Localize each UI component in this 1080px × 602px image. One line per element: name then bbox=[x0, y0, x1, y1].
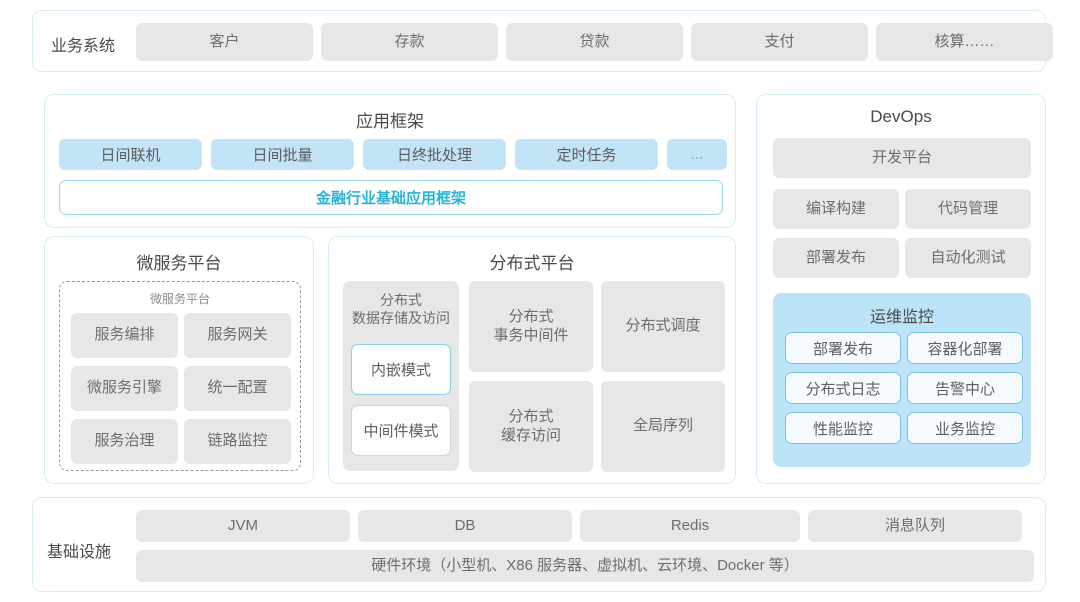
devops-item-code-management[interactable]: 代码管理 bbox=[905, 189, 1031, 229]
business-item-deposit[interactable]: 存款 bbox=[321, 23, 498, 61]
microservice-platform-inner-box: 微服务平台 服务编排 服务网关 微服务引擎 统一配置 服务治理 链路监控 bbox=[59, 281, 301, 471]
ops-item-business-monitoring[interactable]: 业务监控 bbox=[907, 412, 1023, 444]
business-systems-label: 业务系统 bbox=[51, 38, 116, 55]
ms-item-unified-config[interactable]: 统一配置 bbox=[184, 366, 291, 411]
ops-item-distributed-log[interactable]: 分布式日志 bbox=[785, 372, 901, 404]
microservice-platform-title: 微服务平台 bbox=[136, 254, 222, 273]
devops-title: DevOps bbox=[870, 107, 932, 126]
business-item-payment[interactable]: 支付 bbox=[691, 23, 868, 61]
distributed-platform-panel: 分布式平台 分布式 数据存储及访问 内嵌模式 中间件模式 分布式 事务中间件 分… bbox=[328, 236, 736, 484]
dist-item-transaction-middleware[interactable]: 分布式 事务中间件 bbox=[469, 281, 593, 372]
infrastructure-items: JVM DB Redis 消息队列 bbox=[136, 510, 1022, 542]
devops-panel: DevOps 开发平台 编译构建 代码管理 部署发布 自动化测试 运维监控 部署… bbox=[756, 94, 1046, 484]
ms-item-service-orchestration[interactable]: 服务编排 bbox=[71, 313, 178, 358]
business-item-customer[interactable]: 客户 bbox=[136, 23, 313, 61]
ops-monitoring-items: 部署发布 容器化部署 分布式日志 告警中心 性能监控 业务监控 bbox=[785, 332, 1023, 444]
distributed-storage-card[interactable]: 分布式 数据存储及访问 内嵌模式 中间件模式 bbox=[343, 281, 459, 471]
infra-item-jvm[interactable]: JVM bbox=[136, 510, 350, 542]
ops-item-deploy-release[interactable]: 部署发布 bbox=[785, 332, 901, 364]
application-framework-tags: 日间联机 日间批量 日终批处理 定时任务 ... bbox=[59, 139, 727, 170]
business-systems-items: 客户 存款 贷款 支付 核算…… bbox=[136, 23, 1053, 61]
devops-item-deploy-release[interactable]: 部署发布 bbox=[773, 238, 899, 278]
business-systems-panel: 业务系统 客户 存款 贷款 支付 核算…… bbox=[32, 10, 1053, 72]
infrastructure-label: 基础设施 bbox=[47, 544, 112, 561]
application-framework-panel: 应用框架 日间联机 日间批量 日终批处理 定时任务 ... 金融行业基础应用框架 bbox=[44, 94, 736, 228]
microservice-platform-inner-title: 微服务平台 bbox=[149, 292, 210, 306]
app-tag-more[interactable]: ... bbox=[667, 139, 727, 170]
app-tag-daytime-online[interactable]: 日间联机 bbox=[59, 139, 202, 170]
infrastructure-hardware-environment[interactable]: 硬件环境（小型机、X86 服务器、虚拟机、云环境、Docker 等） bbox=[136, 550, 1034, 582]
infra-item-db[interactable]: DB bbox=[358, 510, 572, 542]
distributed-platform-items: 分布式 事务中间件 分布式调度 分布式 缓存访问 全局序列 bbox=[469, 281, 725, 472]
ops-item-alert-center[interactable]: 告警中心 bbox=[907, 372, 1023, 404]
ms-item-link-monitoring[interactable]: 链路监控 bbox=[184, 419, 291, 464]
financial-foundation-framework-bar[interactable]: 金融行业基础应用框架 bbox=[59, 180, 723, 215]
infra-item-message-queue[interactable]: 消息队列 bbox=[808, 510, 1022, 542]
infra-item-redis[interactable]: Redis bbox=[580, 510, 800, 542]
ms-item-microservice-engine[interactable]: 微服务引擎 bbox=[71, 366, 178, 411]
microservice-platform-panel: 微服务平台 微服务平台 服务编排 服务网关 微服务引擎 统一配置 服务治理 链路… bbox=[44, 236, 314, 484]
distributed-storage-title: 分布式 数据存储及访问 bbox=[352, 292, 450, 327]
ops-item-containerized-deploy[interactable]: 容器化部署 bbox=[907, 332, 1023, 364]
dist-item-scheduling[interactable]: 分布式调度 bbox=[601, 281, 725, 372]
ops-monitoring-panel: 运维监控 部署发布 容器化部署 分布式日志 告警中心 性能监控 业务监控 bbox=[773, 293, 1031, 467]
ms-item-service-governance[interactable]: 服务治理 bbox=[71, 419, 178, 464]
infrastructure-panel: 基础设施 JVM DB Redis 消息队列 硬件环境（小型机、X86 服务器、… bbox=[32, 497, 1046, 592]
application-framework-title: 应用框架 bbox=[356, 112, 424, 131]
ops-item-performance-monitoring[interactable]: 性能监控 bbox=[785, 412, 901, 444]
ms-item-service-gateway[interactable]: 服务网关 bbox=[184, 313, 291, 358]
devops-item-compile-build[interactable]: 编译构建 bbox=[773, 189, 899, 229]
business-item-loan[interactable]: 贷款 bbox=[506, 23, 683, 61]
app-tag-daytime-batch[interactable]: 日间批量 bbox=[211, 139, 354, 170]
business-item-accounting[interactable]: 核算…… bbox=[876, 23, 1053, 61]
ops-monitoring-title: 运维监控 bbox=[869, 309, 934, 326]
devops-item-automated-test[interactable]: 自动化测试 bbox=[905, 238, 1031, 278]
devops-items: 编译构建 代码管理 部署发布 自动化测试 bbox=[773, 189, 1031, 278]
app-tag-scheduled-task[interactable]: 定时任务 bbox=[515, 139, 658, 170]
microservice-platform-items: 服务编排 服务网关 微服务引擎 统一配置 服务治理 链路监控 bbox=[71, 313, 291, 464]
storage-mode-embedded[interactable]: 内嵌模式 bbox=[351, 344, 451, 395]
distributed-platform-title: 分布式平台 bbox=[489, 254, 575, 273]
devops-item-dev-platform[interactable]: 开发平台 bbox=[773, 138, 1031, 178]
dist-item-global-sequence[interactable]: 全局序列 bbox=[601, 381, 725, 472]
dist-item-cache-access[interactable]: 分布式 缓存访问 bbox=[469, 381, 593, 472]
storage-mode-middleware[interactable]: 中间件模式 bbox=[351, 405, 451, 456]
app-tag-eod-batch[interactable]: 日终批处理 bbox=[363, 139, 506, 170]
